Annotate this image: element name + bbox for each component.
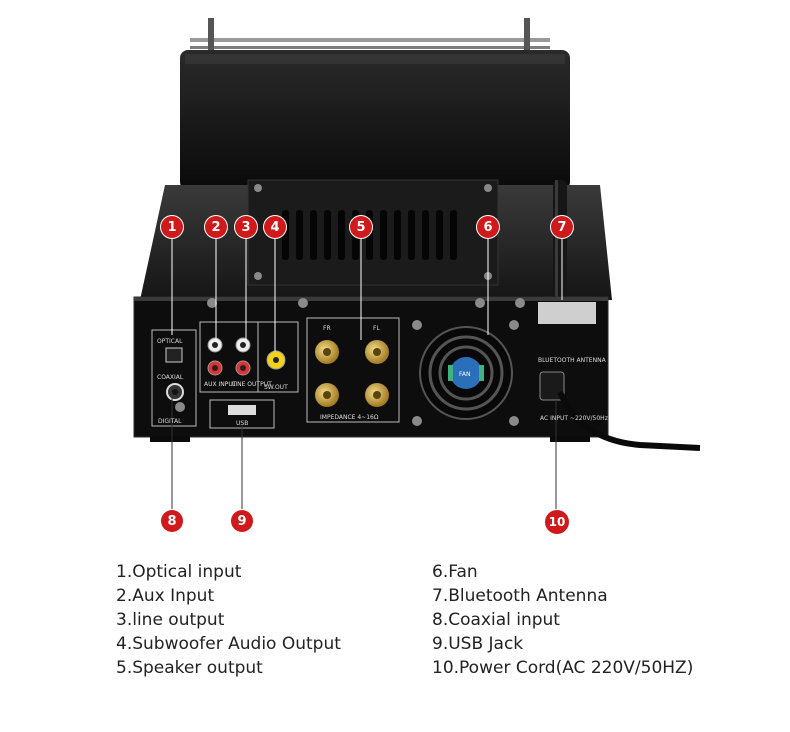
rca-section bbox=[199, 321, 299, 393]
panel-screws bbox=[175, 298, 525, 426]
fan-grille bbox=[419, 326, 513, 420]
callout-1: 1 bbox=[161, 216, 183, 238]
product-photo: OPTICAL COAXIAL DIGITAL AUX INPUT LINE O… bbox=[133, 18, 701, 534]
label-optical: OPTICAL bbox=[157, 338, 183, 345]
label-ac-input: AC INPUT ~220V/50Hz bbox=[540, 415, 608, 422]
callout-lines bbox=[171, 238, 563, 352]
callout-3: 3 bbox=[235, 216, 257, 238]
label-line-output: LINE OUTPUT bbox=[232, 381, 272, 388]
callout-9: 9 bbox=[231, 510, 253, 532]
label-fr: FR bbox=[323, 325, 331, 332]
callout-2: 2 bbox=[205, 216, 227, 238]
speaker-terminals bbox=[306, 317, 400, 423]
label-usb: USB bbox=[236, 420, 248, 427]
legend: 1.Optical input 2.Aux Input 3.line outpu… bbox=[116, 560, 736, 690]
legend-item-bluetooth-antenna: 7.Bluetooth Antenna bbox=[432, 586, 608, 606]
callout-7: 7 bbox=[551, 216, 573, 238]
legend-item-line-output: 3.line output bbox=[116, 610, 225, 630]
callout-lines-lower bbox=[171, 392, 557, 512]
label-aux-input: AUX INPUT bbox=[204, 381, 237, 388]
transformer-cover bbox=[180, 50, 570, 190]
legend-column-left: 1.Optical input 2.Aux Input 3.line outpu… bbox=[116, 560, 341, 680]
label-bluetooth-antenna: BLUETOOTH ANTENNA bbox=[538, 357, 607, 364]
legend-item-fan: 6.Fan bbox=[432, 562, 478, 582]
label-digital: DIGITAL bbox=[158, 418, 182, 425]
legend-item-usb-jack: 9.USB Jack bbox=[432, 634, 524, 654]
panel-text: OPTICAL COAXIAL DIGITAL AUX INPUT LINE O… bbox=[157, 325, 608, 427]
label-fl: FL bbox=[373, 325, 380, 332]
callout-6: 6 bbox=[477, 216, 499, 238]
callout-5: 5 bbox=[350, 216, 372, 238]
legend-column-right: 6.Fan 7.Bluetooth Antenna 8.Coaxial inpu… bbox=[432, 560, 693, 680]
digital-section bbox=[151, 329, 197, 427]
legend-item-power-cord: 10.Power Cord(AC 220V/50HZ) bbox=[432, 658, 694, 678]
label-coaxial: COAXIAL bbox=[157, 374, 184, 381]
legend-item-optical-input: 1.Optical input bbox=[116, 562, 242, 582]
top-rods bbox=[190, 18, 550, 52]
vent-grille bbox=[247, 179, 499, 286]
callout-8: 8 bbox=[161, 510, 183, 532]
power-socket bbox=[538, 302, 701, 451]
legend-item-coaxial-input: 8.Coaxial input bbox=[432, 610, 560, 630]
label-sw-out: SW.OUT bbox=[264, 384, 288, 391]
label-impedance: IMPEDANCE 4~16Ω bbox=[320, 414, 379, 421]
callout-10: 10 bbox=[545, 510, 569, 534]
callout-4: 4 bbox=[264, 216, 286, 238]
legend-item-speaker-output: 5.Speaker output bbox=[116, 658, 263, 678]
label-fan: FAN bbox=[459, 371, 471, 378]
legend-item-subwoofer-output: 4.Subwoofer Audio Output bbox=[116, 634, 341, 654]
legend-item-aux-input: 2.Aux Input bbox=[116, 586, 215, 606]
amplifier-illustration: OPTICAL COAXIAL DIGITAL AUX INPUT LINE O… bbox=[133, 18, 701, 512]
